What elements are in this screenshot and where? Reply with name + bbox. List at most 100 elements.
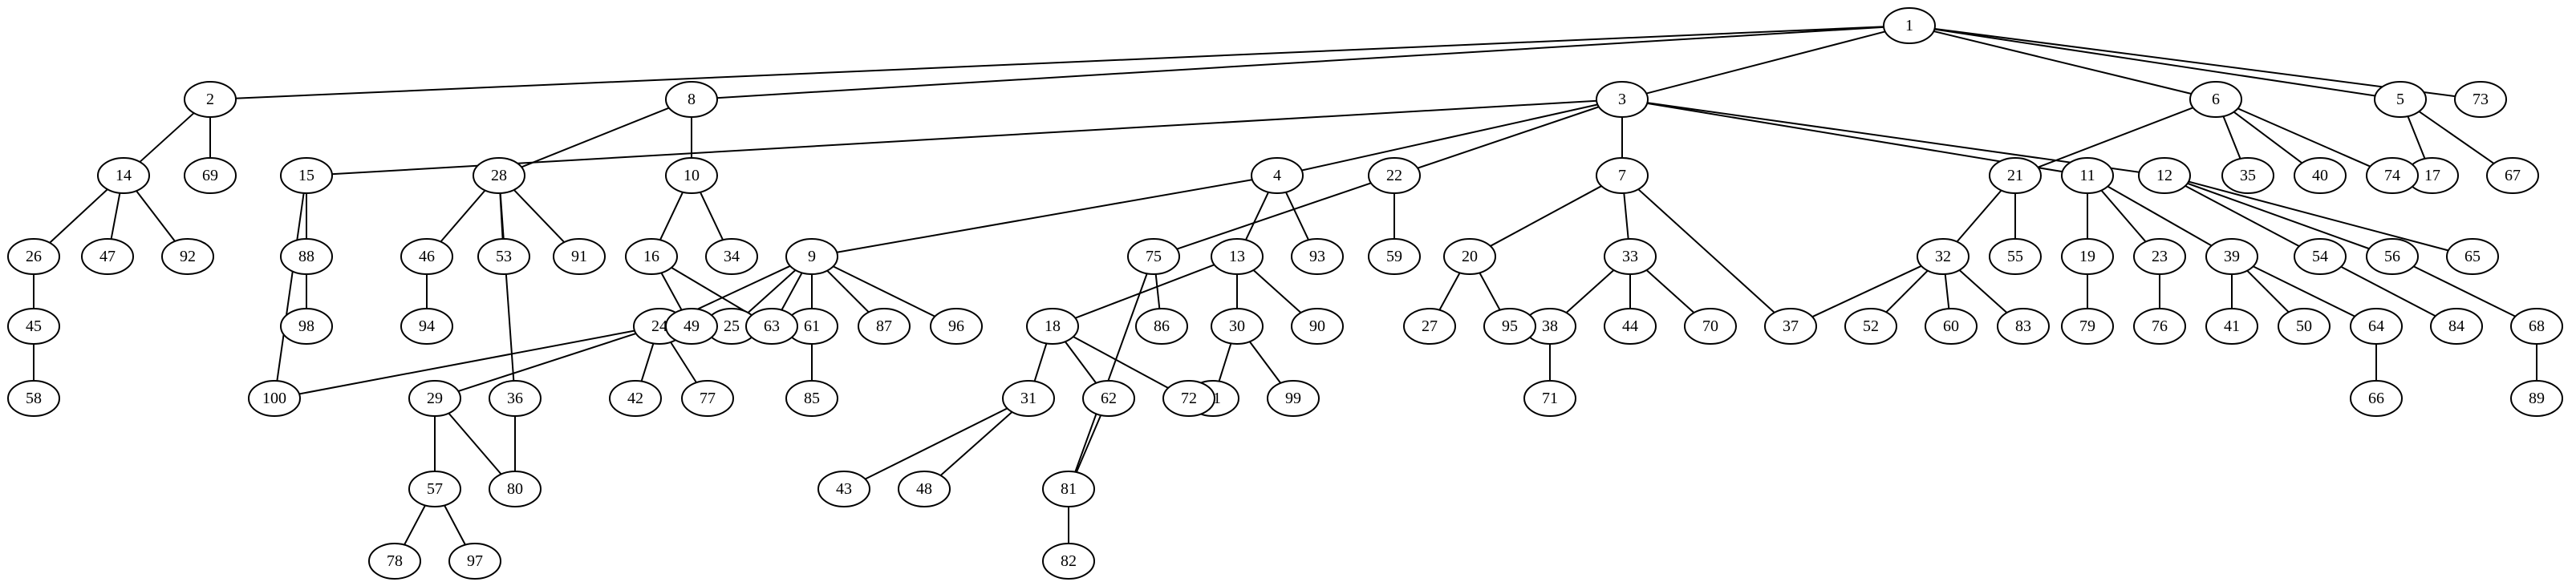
edge-1-6: [1926, 28, 2199, 97]
node-96-label: 96: [948, 317, 964, 335]
node-95-label: 95: [1502, 317, 1518, 335]
node-89: 89: [2510, 380, 2563, 417]
node-48-ellipse: [898, 471, 951, 507]
node-28-ellipse: [473, 157, 525, 194]
node-2-label: 2: [206, 91, 214, 108]
node-67: 67: [2486, 157, 2539, 194]
node-45-ellipse: [7, 308, 60, 345]
edge-7-33: [1623, 192, 1629, 240]
node-61-label: 61: [804, 317, 820, 335]
edge-29-80: [446, 410, 504, 478]
node-91-ellipse: [553, 238, 606, 275]
node-4-label: 4: [1273, 167, 1281, 184]
node-86: 86: [1135, 308, 1188, 345]
edge-6-35: [2221, 114, 2242, 161]
node-9-ellipse: [785, 238, 838, 275]
node-93-ellipse: [1291, 238, 1344, 275]
node-11: 11: [2061, 157, 2114, 194]
edge-4-13: [1244, 190, 1270, 242]
node-23-label: 23: [2152, 248, 2168, 265]
edge-18-31: [1033, 341, 1048, 383]
edge-1-2: [228, 25, 1892, 100]
edge-4-9: [829, 177, 1260, 255]
edge-28-91: [511, 187, 567, 245]
node-8: 8: [665, 81, 718, 118]
node-91: 91: [553, 238, 606, 275]
node-77: 77: [681, 380, 734, 417]
node-35: 35: [2221, 157, 2274, 194]
edge-28-46: [438, 187, 488, 245]
node-17-label: 17: [2424, 167, 2440, 184]
edge-10-16: [659, 190, 684, 242]
node-19-label: 19: [2079, 248, 2095, 265]
node-81-label: 81: [1061, 480, 1077, 498]
node-31-label: 31: [1020, 390, 1036, 407]
node-9: 9: [785, 238, 838, 275]
node-4: 4: [1251, 157, 1304, 194]
edge-1-5: [1927, 27, 2383, 98]
edge-11-39: [2103, 183, 2217, 249]
node-39-ellipse: [2205, 238, 2258, 275]
node-35-label: 35: [2240, 167, 2256, 184]
node-79-label: 79: [2079, 317, 2095, 335]
node-26-label: 26: [26, 248, 42, 265]
node-33: 33: [1604, 238, 1657, 275]
node-9-label: 9: [808, 248, 816, 265]
node-88-label: 88: [298, 248, 314, 265]
node-72-label: 72: [1181, 390, 1197, 407]
edge-30-51: [1218, 341, 1232, 383]
node-6: 6: [2189, 81, 2242, 118]
node-66-label: 66: [2368, 390, 2384, 407]
node-7-ellipse: [1596, 157, 1649, 194]
node-65-ellipse: [2446, 238, 2499, 275]
node-69-ellipse: [184, 157, 237, 194]
node-81: 81: [1042, 471, 1095, 507]
node-58-ellipse: [7, 380, 60, 417]
edge-9-87: [824, 267, 872, 316]
node-66: 66: [2350, 380, 2403, 417]
node-88: 88: [280, 238, 333, 275]
edge-28-53: [499, 192, 504, 240]
node-79-ellipse: [2061, 308, 2114, 345]
node-12-label: 12: [2156, 167, 2172, 184]
node-23-ellipse: [2133, 238, 2186, 275]
node-84: 84: [2430, 308, 2483, 345]
node-77-label: 77: [700, 390, 716, 407]
node-71-label: 71: [1542, 390, 1558, 407]
node-70-label: 70: [1702, 317, 1718, 335]
node-36-ellipse: [489, 380, 542, 417]
node-58-label: 58: [26, 390, 42, 407]
node-80: 80: [489, 471, 542, 507]
node-30-ellipse: [1211, 308, 1264, 345]
node-16: 16: [625, 238, 678, 275]
node-32-ellipse: [1917, 238, 1970, 275]
node-54-label: 54: [2312, 248, 2328, 265]
node-34: 34: [705, 238, 758, 275]
node-99: 99: [1267, 380, 1320, 417]
node-92: 92: [161, 238, 214, 275]
node-84-label: 84: [2448, 317, 2464, 335]
edge-1-73: [1927, 26, 2463, 99]
node-73-ellipse: [2454, 81, 2507, 118]
node-50-label: 50: [2296, 317, 2312, 335]
node-28: 28: [473, 157, 525, 194]
edge-13-18: [1069, 261, 1221, 321]
node-56-ellipse: [2366, 238, 2419, 275]
node-73-label: 73: [2473, 91, 2489, 108]
node-89-ellipse: [2510, 380, 2563, 417]
node-30: 30: [1211, 308, 1264, 345]
node-89-label: 89: [2529, 390, 2545, 407]
node-13-label: 13: [1229, 248, 1245, 265]
node-74-ellipse: [2366, 157, 2419, 194]
node-22-ellipse: [1368, 157, 1421, 194]
edge-3-4: [1294, 102, 1605, 173]
node-19-ellipse: [2061, 238, 2114, 275]
node-26-ellipse: [7, 238, 60, 275]
node-37-ellipse: [1764, 308, 1817, 345]
node-67-label: 67: [2505, 167, 2521, 184]
edge-9-25: [744, 266, 799, 317]
node-74-label: 74: [2384, 167, 2400, 184]
edge-20-95: [1478, 270, 1502, 313]
node-60-ellipse: [1925, 308, 1978, 345]
node-47-ellipse: [81, 238, 134, 275]
